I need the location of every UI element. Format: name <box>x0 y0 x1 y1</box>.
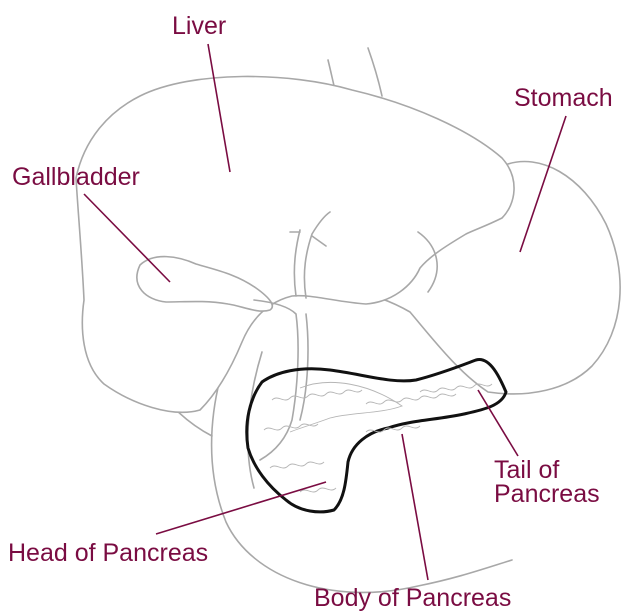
stomach-label: Stomach <box>514 86 613 110</box>
tail-of-pancreas-leader-line <box>478 390 518 456</box>
gallbladder-label: Gallbladder <box>12 165 140 189</box>
head-of-pancreas-label: Head of Pancreas <box>8 541 208 565</box>
body-of-pancreas-label: Body of Pancreas <box>314 586 511 610</box>
liver-label: Liver <box>172 14 226 38</box>
pancreas-texture <box>264 382 492 492</box>
tail-of-pancreas-label: Tail of Pancreas <box>494 458 600 506</box>
liver <box>76 76 514 412</box>
body-of-pancreas-leader-line <box>402 434 428 580</box>
